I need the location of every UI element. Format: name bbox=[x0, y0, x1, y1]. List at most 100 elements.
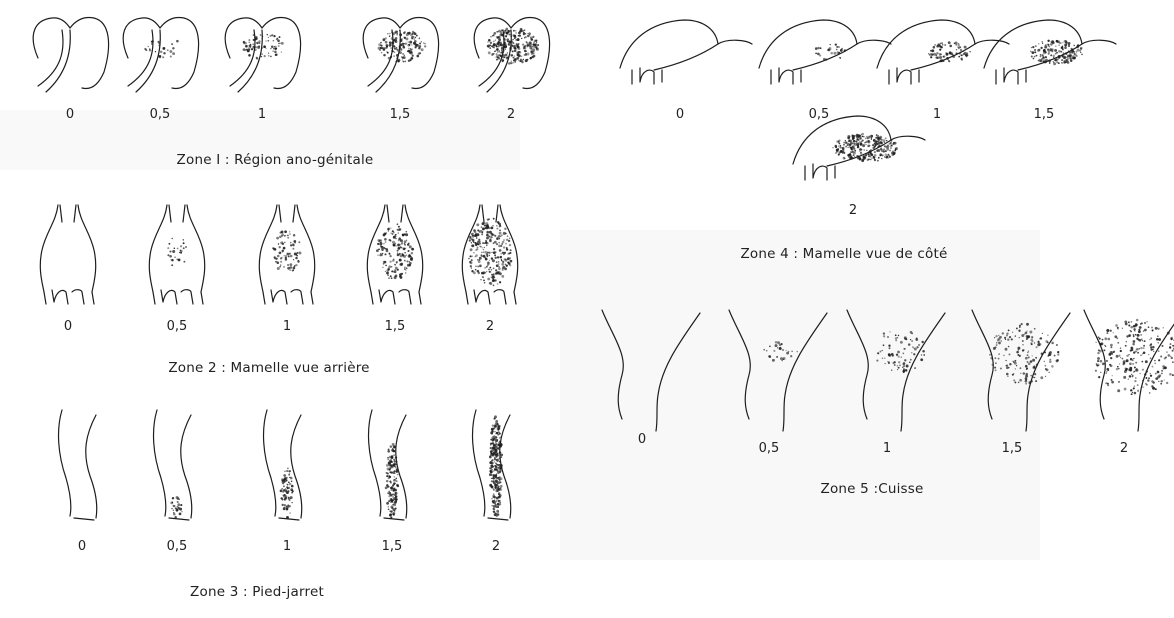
zone-4-figure bbox=[984, 20, 1116, 84]
zone-1-score-0-5: 0,5 bbox=[150, 107, 171, 122]
udder-right bbox=[405, 205, 423, 292]
tail-hair bbox=[482, 205, 498, 222]
teats bbox=[632, 68, 662, 84]
tail-line bbox=[136, 30, 160, 92]
zone-4-figures bbox=[620, 20, 1116, 180]
udder-left bbox=[149, 205, 167, 292]
zone-4-figure bbox=[877, 20, 1009, 84]
zone-2-figure bbox=[40, 205, 95, 304]
zone-3-score-1: 1 bbox=[283, 539, 291, 554]
teats bbox=[771, 68, 801, 84]
zone-3-score-0: 0 bbox=[78, 539, 86, 554]
teats bbox=[263, 290, 313, 304]
zone-4-caption: Zone 4 : Mamelle vue de côté bbox=[740, 246, 947, 262]
dirt-speckles bbox=[928, 41, 971, 62]
zone-1-figure bbox=[225, 17, 300, 92]
dirt-speckles bbox=[167, 238, 187, 266]
zone-2-figure bbox=[259, 205, 314, 304]
dirt-speckles bbox=[1095, 319, 1174, 395]
dirt-speckles bbox=[170, 496, 182, 518]
hoof-line bbox=[279, 518, 299, 520]
zone-4-figure bbox=[759, 20, 891, 84]
zone-3-score-0-5: 0,5 bbox=[167, 539, 188, 554]
udder-base bbox=[654, 44, 718, 70]
zone-1-score-0: 0 bbox=[66, 107, 74, 122]
udder-right bbox=[78, 205, 96, 292]
zone-2-caption: Zone 2 : Mamelle vue arrière bbox=[168, 360, 369, 376]
zone-3-score-2: 2 bbox=[492, 539, 500, 554]
zone-5-score-1: 1 bbox=[883, 441, 891, 456]
zone-2-figure bbox=[149, 205, 204, 304]
zone-1-score-1-5: 1,5 bbox=[390, 107, 411, 122]
dirt-speckles bbox=[468, 218, 512, 286]
dirt-speckles bbox=[280, 468, 294, 519]
udder-right bbox=[297, 205, 315, 292]
rump-outline bbox=[33, 17, 108, 88]
udder-right bbox=[187, 205, 205, 292]
zone-2-score-1: 1 bbox=[283, 319, 291, 334]
rump-outline bbox=[474, 17, 549, 88]
zone-2-figure bbox=[462, 205, 517, 304]
zone-1-figure bbox=[363, 17, 438, 92]
zone-3-figure bbox=[369, 410, 407, 520]
leg-front bbox=[369, 410, 381, 516]
zone-5-score-2: 2 bbox=[1120, 441, 1128, 456]
hoof-line bbox=[384, 518, 404, 520]
zone-1-caption: Zone I : Région ano-génitale bbox=[177, 152, 374, 168]
leg-front bbox=[59, 410, 71, 516]
teats bbox=[371, 290, 421, 304]
teats bbox=[466, 290, 516, 304]
zone-1-figure bbox=[474, 17, 549, 92]
zone-4-score-0: 0 bbox=[676, 107, 684, 122]
teats bbox=[153, 290, 203, 304]
zone-4-figure bbox=[620, 20, 752, 84]
teats bbox=[889, 68, 919, 84]
zone-4-score-1: 1 bbox=[933, 107, 941, 122]
zone-4-score-2: 2 bbox=[849, 203, 857, 218]
leg-back bbox=[86, 415, 97, 518]
zone-1-figure bbox=[33, 17, 108, 92]
udder-left bbox=[40, 205, 58, 292]
zone-1-figures bbox=[33, 17, 549, 92]
leg-front bbox=[264, 410, 276, 516]
dirt-speckles bbox=[385, 443, 399, 519]
rump-outline bbox=[225, 17, 300, 88]
zone-3-figure bbox=[264, 410, 302, 520]
hoof-line bbox=[169, 518, 189, 520]
tail-hair bbox=[387, 205, 403, 222]
zone-5-figure bbox=[1084, 310, 1174, 431]
teats bbox=[44, 290, 94, 304]
udder-right bbox=[500, 205, 518, 292]
leg-front bbox=[154, 410, 166, 516]
zone-3-figure bbox=[154, 410, 192, 520]
tail-hair bbox=[60, 205, 76, 222]
dirt-speckles bbox=[832, 133, 898, 162]
tail-hair bbox=[169, 205, 185, 222]
zone-1-score-1: 1 bbox=[258, 107, 266, 122]
zone-2-figures bbox=[40, 205, 517, 304]
dirt-speckles bbox=[144, 40, 178, 58]
dirt-speckles bbox=[272, 230, 301, 271]
zone-3-score-1-5: 1,5 bbox=[382, 539, 403, 554]
zone-3-figure bbox=[59, 410, 97, 520]
dirt-speckles bbox=[378, 30, 427, 63]
zone-1-score-2: 2 bbox=[507, 107, 515, 122]
tail-hair bbox=[279, 205, 295, 222]
zone-5-score-0: 0 bbox=[638, 432, 646, 447]
zone-3-caption: Zone 3 : Pied-jarret bbox=[190, 584, 324, 600]
tail-line bbox=[238, 30, 262, 92]
zone-4-figure bbox=[793, 116, 925, 180]
zone-4-score-1-5: 1,5 bbox=[1034, 107, 1055, 122]
hoof-line bbox=[74, 518, 94, 520]
zone-2-figure bbox=[367, 205, 422, 304]
zone-3-figure bbox=[473, 410, 511, 520]
tail-line bbox=[46, 30, 70, 92]
zone-3-figures bbox=[59, 410, 511, 520]
zone-1-figure bbox=[123, 17, 198, 92]
zone-5-score-0-5: 0,5 bbox=[759, 441, 780, 456]
zone-2-score-0-5: 0,5 bbox=[167, 319, 188, 334]
hoof-line bbox=[488, 518, 508, 520]
leg-front bbox=[473, 410, 485, 516]
